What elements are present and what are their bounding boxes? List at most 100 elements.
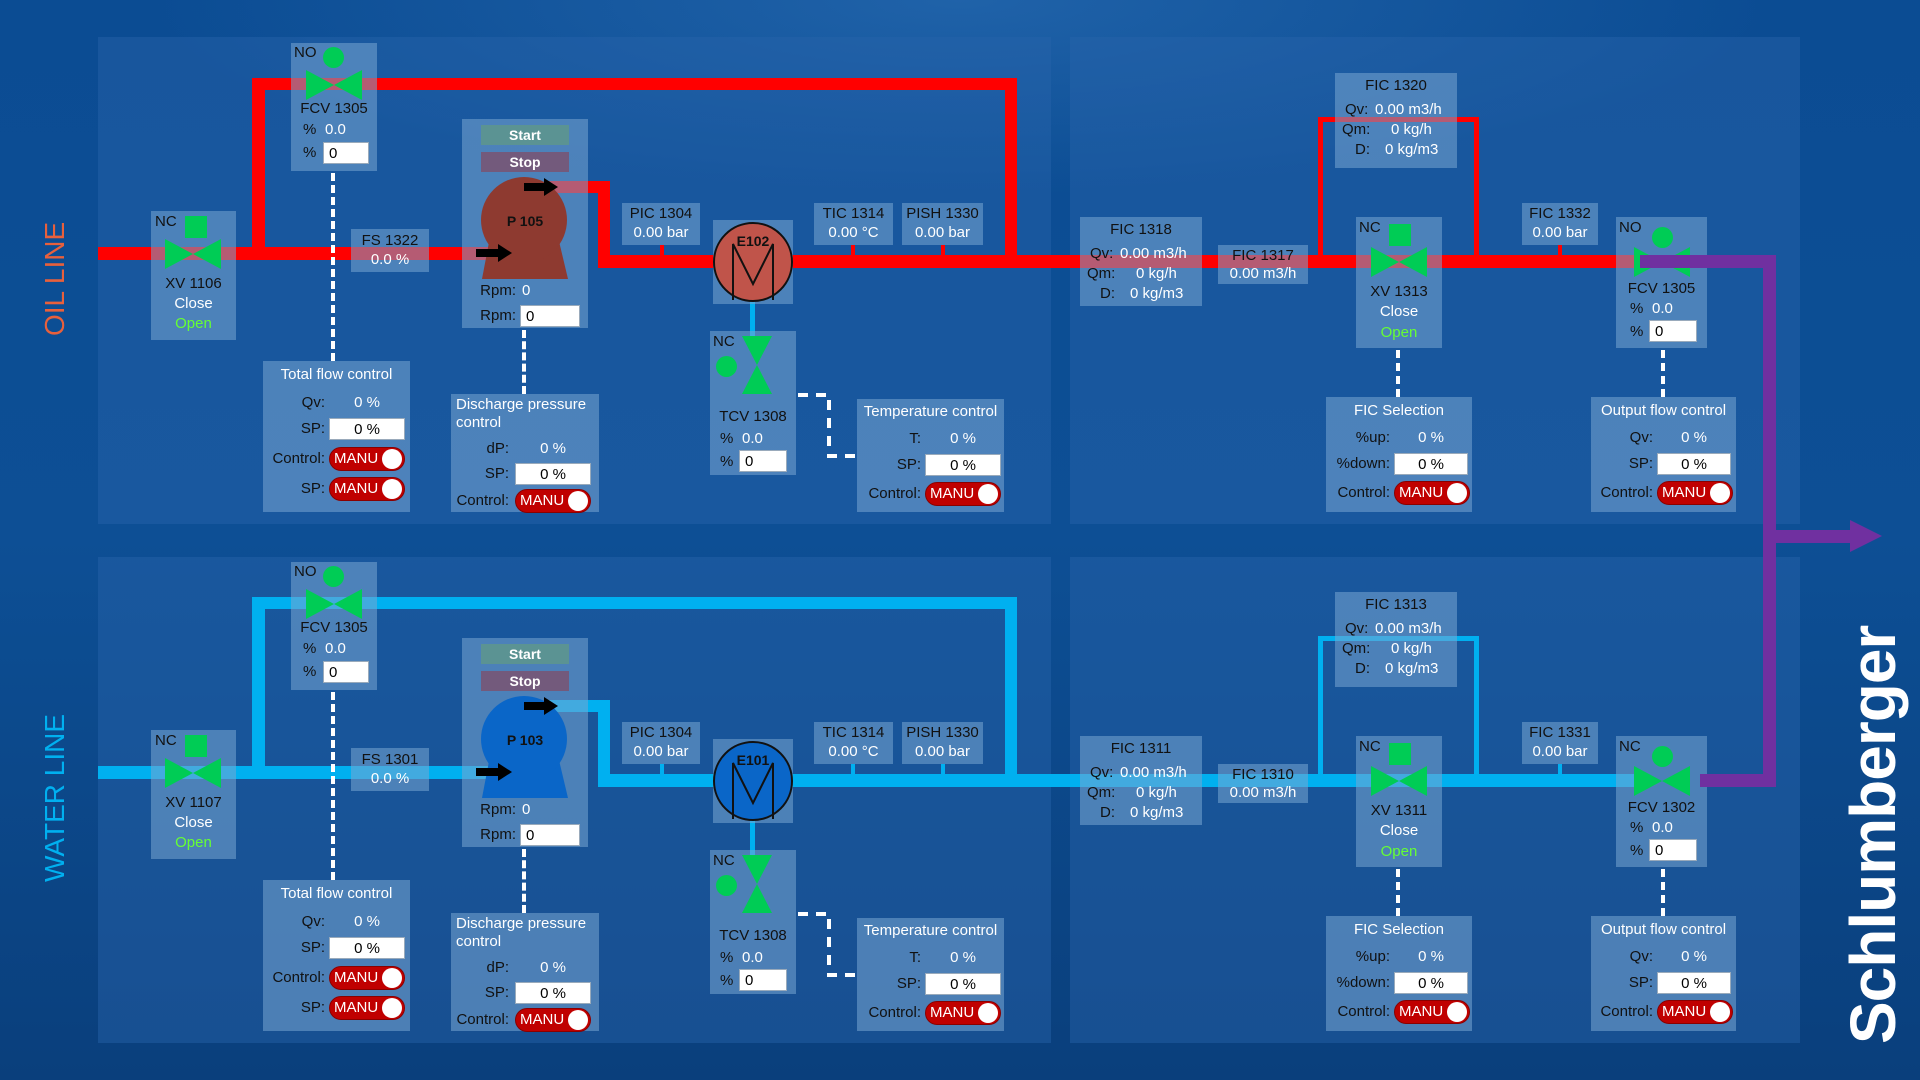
control-toggle[interactable]: MANU (1657, 1000, 1733, 1024)
sp-label: SP: (484, 984, 509, 1001)
control-toggle[interactable]: MANU (1394, 1000, 1470, 1024)
valve-setpoint-input[interactable]: 0 (739, 969, 787, 991)
rpm-setpoint-input[interactable]: 0 (520, 305, 580, 327)
valve-setpoint-input[interactable]: 0 (1649, 839, 1697, 861)
qv-label: Qv: (1090, 245, 1114, 262)
control-toggle[interactable]: MANU (329, 966, 405, 990)
value: 0.0 % (370, 770, 410, 787)
tag: PISH 1330 (906, 724, 979, 741)
value: 0.00 bar (914, 743, 971, 760)
valve-position: 0.0 (742, 430, 763, 447)
sp-input[interactable]: 0 % (329, 418, 405, 440)
pump-stop-button[interactable]: Stop (481, 671, 569, 691)
rpm-setpoint-input[interactable]: 0 (520, 824, 580, 846)
control-toggle[interactable]: MANU (329, 447, 405, 471)
valve-setpoint-input[interactable]: 0 (1649, 320, 1697, 342)
output-pipe-water (1700, 774, 1776, 787)
control-label: Control: (1600, 484, 1653, 501)
signal-line (331, 173, 335, 361)
valve-setpoint-input[interactable]: 0 (323, 661, 369, 683)
exchanger-tag: E101 (736, 752, 770, 768)
sp-input[interactable]: 0 % (515, 982, 591, 1004)
output-pipe-export (1776, 530, 1852, 543)
qm-label: Qm: (1087, 784, 1116, 801)
down-input[interactable]: 0 % (1394, 453, 1468, 475)
valve-tag: FCV 1305 (300, 619, 368, 636)
sp-label: SP: (1628, 974, 1653, 991)
valve-status-circle-icon (323, 566, 344, 587)
sp-input[interactable]: 0 % (1657, 972, 1731, 994)
oil-fic-selection: FIC Selection%up:0 %%down:0 %Control:MAN… (1326, 397, 1472, 512)
valve-setpoint-input[interactable]: 0 (323, 142, 369, 164)
oil-tic-tap (851, 245, 855, 257)
valve-mode: NO (294, 44, 317, 61)
valve-close-status: Close (1379, 822, 1419, 839)
control-toggle[interactable]: MANU (1394, 481, 1470, 505)
pct-label: % (303, 144, 317, 161)
sp-input[interactable]: 0 % (329, 937, 405, 959)
valve-tag: XV 1313 (1370, 283, 1428, 300)
valve-mode: NO (294, 563, 317, 580)
panel-title: Output flow control (1600, 402, 1727, 419)
tag: TIC 1314 (822, 205, 885, 222)
valve-tag: TCV 1308 (719, 408, 787, 425)
sp-mode-toggle[interactable]: MANU (329, 996, 405, 1020)
valve-tag: XV 1311 (1370, 802, 1428, 819)
output-pipe-riser (1763, 255, 1776, 787)
qv-label: Qv: (301, 394, 325, 411)
qv-value: 0 % (354, 913, 380, 930)
valve-tag: XV 1106 (165, 275, 222, 292)
control-toggle[interactable]: MANU (515, 1008, 591, 1032)
sp-mode-label: SP: (300, 999, 325, 1016)
valve-setpoint-input[interactable]: 0 (739, 450, 787, 472)
value: 0.00 bar (633, 743, 689, 760)
toggle-knob-icon (382, 449, 402, 469)
value: 0.0 % (370, 251, 410, 268)
valve-status-circle-icon (716, 356, 737, 377)
oil-pipe-pump-riser (598, 181, 610, 268)
qm-label: Qm: (1342, 121, 1371, 138)
valve-icon (1634, 766, 1690, 796)
qm-value: 0 kg/h (1391, 121, 1432, 138)
control-toggle[interactable]: MANU (1657, 481, 1733, 505)
sp-mode-toggle[interactable]: MANU (329, 477, 405, 501)
up-value: 0 % (1418, 429, 1444, 446)
panel-title: Total flow control (280, 885, 393, 902)
valve-close-status: Close (174, 295, 213, 312)
tag: PIC 1304 (629, 205, 693, 222)
valve-mode: NC (155, 213, 177, 230)
down-input[interactable]: 0 % (1394, 972, 1468, 994)
control-toggle[interactable]: MANU (925, 482, 1001, 506)
control-label: Control: (456, 492, 509, 509)
pump-stop-button[interactable]: Stop (481, 152, 569, 172)
dp-label: dP: (486, 440, 509, 457)
sp-input[interactable]: 0 % (515, 463, 591, 485)
panel-title: Discharge pressure control (456, 915, 587, 950)
sp-input[interactable]: 0 % (1657, 453, 1731, 475)
toggle-label: MANU (1399, 1003, 1444, 1020)
control-toggle[interactable]: MANU (925, 1001, 1001, 1025)
tag: PIC 1304 (629, 724, 693, 741)
valve-position: 0.0 (1652, 819, 1673, 836)
sp-input[interactable]: 0 % (925, 454, 1001, 476)
oil-heat-exchanger: E102 (713, 220, 793, 304)
qv-value: 0.00 m3/h (1375, 620, 1442, 637)
sp-input[interactable]: 0 % (925, 973, 1001, 995)
sp-label: SP: (300, 939, 325, 956)
toggle-knob-icon (978, 484, 998, 504)
valve-tag: TCV 1308 (719, 927, 787, 944)
control-toggle[interactable]: MANU (515, 489, 591, 513)
toggle-knob-icon (382, 998, 402, 1018)
pct-label: % (1630, 300, 1644, 317)
pump-start-button[interactable]: Start (481, 125, 569, 145)
pump-start-button[interactable]: Start (481, 644, 569, 664)
qv-value: 0.00 m3/h (1120, 764, 1187, 781)
valve-open-status: Open (1380, 324, 1418, 341)
